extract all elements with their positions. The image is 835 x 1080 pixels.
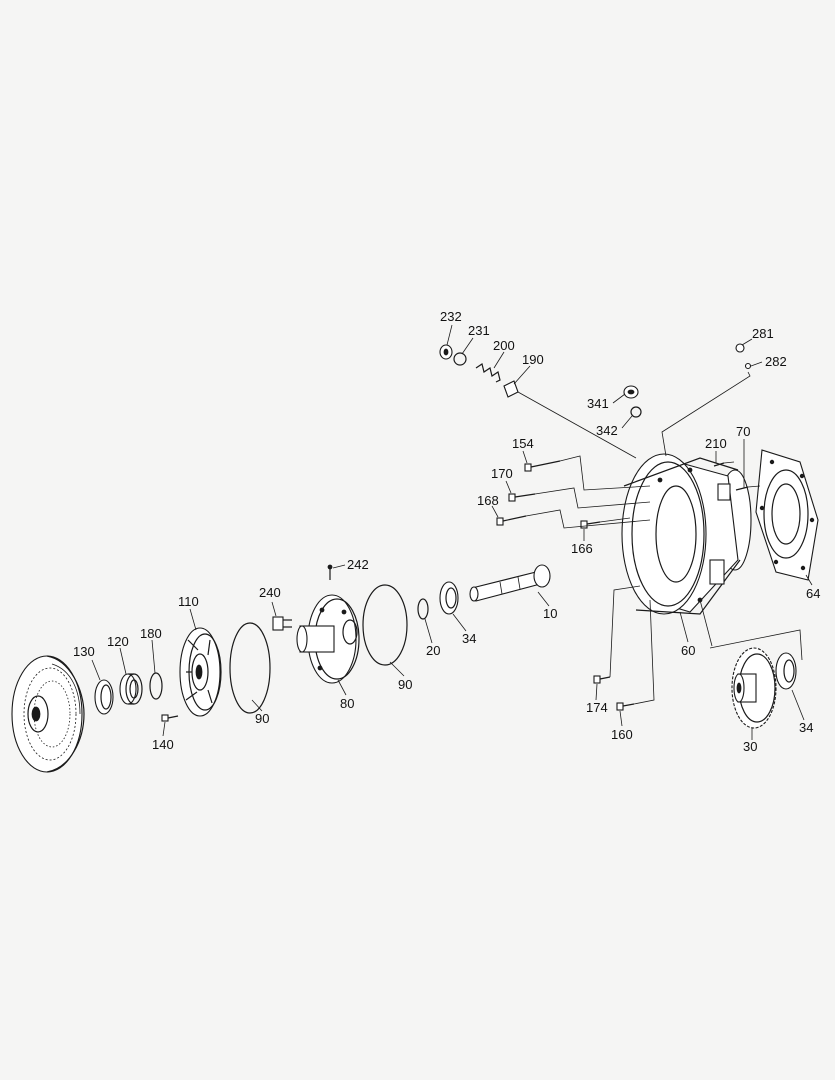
callout-210: 210 <box>705 436 727 451</box>
part-90-o-ring-left <box>229 622 271 714</box>
part-20-ring <box>417 598 429 620</box>
part-282-screw <box>744 362 752 370</box>
part-342-ring <box>630 406 642 418</box>
callout-180: 180 <box>140 626 162 641</box>
callout-232: 232 <box>440 309 462 324</box>
part-341-plug <box>623 385 639 399</box>
callout-281: 281 <box>752 326 774 341</box>
part-140-bolt <box>161 714 179 722</box>
part-120-bearing <box>119 673 143 705</box>
part-70-pin <box>735 486 749 491</box>
callout-110: 110 <box>178 594 199 609</box>
part-231-ring <box>453 352 467 366</box>
callout-10: 10 <box>543 606 557 621</box>
callout-60: 60 <box>681 643 695 658</box>
part-160-bolt <box>616 702 635 711</box>
part-210-pin <box>713 462 725 467</box>
callout-labels: 232 231 200 190 281 282 341 342 154 210 … <box>73 309 820 754</box>
part-281-nut <box>735 343 745 353</box>
part-90-o-ring-right <box>362 584 408 666</box>
torque-converter <box>11 655 85 773</box>
part-110-pump-plate <box>179 627 222 717</box>
part-30-gear <box>731 647 777 729</box>
callout-20: 20 <box>426 643 440 658</box>
part-64-adapter-plate <box>755 449 819 581</box>
part-190-plunger <box>503 380 519 398</box>
part-166-bolt <box>580 520 601 529</box>
callout-168: 168 <box>477 493 499 508</box>
callout-30: 30 <box>743 739 757 754</box>
callout-154: 154 <box>512 436 534 451</box>
part-174-bolt <box>593 675 611 684</box>
callout-70: 70 <box>736 424 750 439</box>
callout-242: 242 <box>347 557 369 572</box>
part-242-pin <box>327 564 333 580</box>
callout-130: 130 <box>73 644 95 659</box>
callout-342: 342 <box>596 423 618 438</box>
part-170-bolt <box>508 493 536 502</box>
part-34-bearing-left <box>439 581 459 615</box>
callout-231: 231 <box>468 323 490 338</box>
part-180-snap-ring <box>149 672 163 700</box>
part-168-bolt <box>496 515 527 526</box>
callout-166: 166 <box>571 541 593 556</box>
callout-34-right: 34 <box>799 720 813 735</box>
part-200-spring <box>475 363 501 383</box>
callout-341: 341 <box>587 396 609 411</box>
part-80-pump-housing <box>296 594 360 684</box>
callout-64: 64 <box>806 586 820 601</box>
callout-120: 120 <box>107 634 129 649</box>
part-34-bearing-right <box>775 652 797 690</box>
part-232-cap <box>439 344 453 360</box>
callout-34-left: 34 <box>462 631 476 646</box>
callout-80: 80 <box>340 696 354 711</box>
part-130-ring <box>94 679 114 715</box>
callout-170: 170 <box>491 466 513 481</box>
callout-90-right: 90 <box>398 677 412 692</box>
part-154-bolt <box>524 460 561 472</box>
callout-140: 140 <box>152 737 174 752</box>
callout-190: 190 <box>522 352 544 367</box>
assembly-lines <box>517 371 803 705</box>
callout-leaders <box>91 324 813 740</box>
callout-240: 240 <box>259 585 281 600</box>
callout-174: 174 <box>586 700 608 715</box>
callout-160: 160 <box>611 727 633 742</box>
callout-282: 282 <box>765 354 787 369</box>
part-240-valve <box>272 616 292 631</box>
callout-90-left: 90 <box>255 711 269 726</box>
callout-200: 200 <box>493 338 515 353</box>
part-60-housing <box>621 453 752 615</box>
part-10-shaft <box>469 564 551 602</box>
